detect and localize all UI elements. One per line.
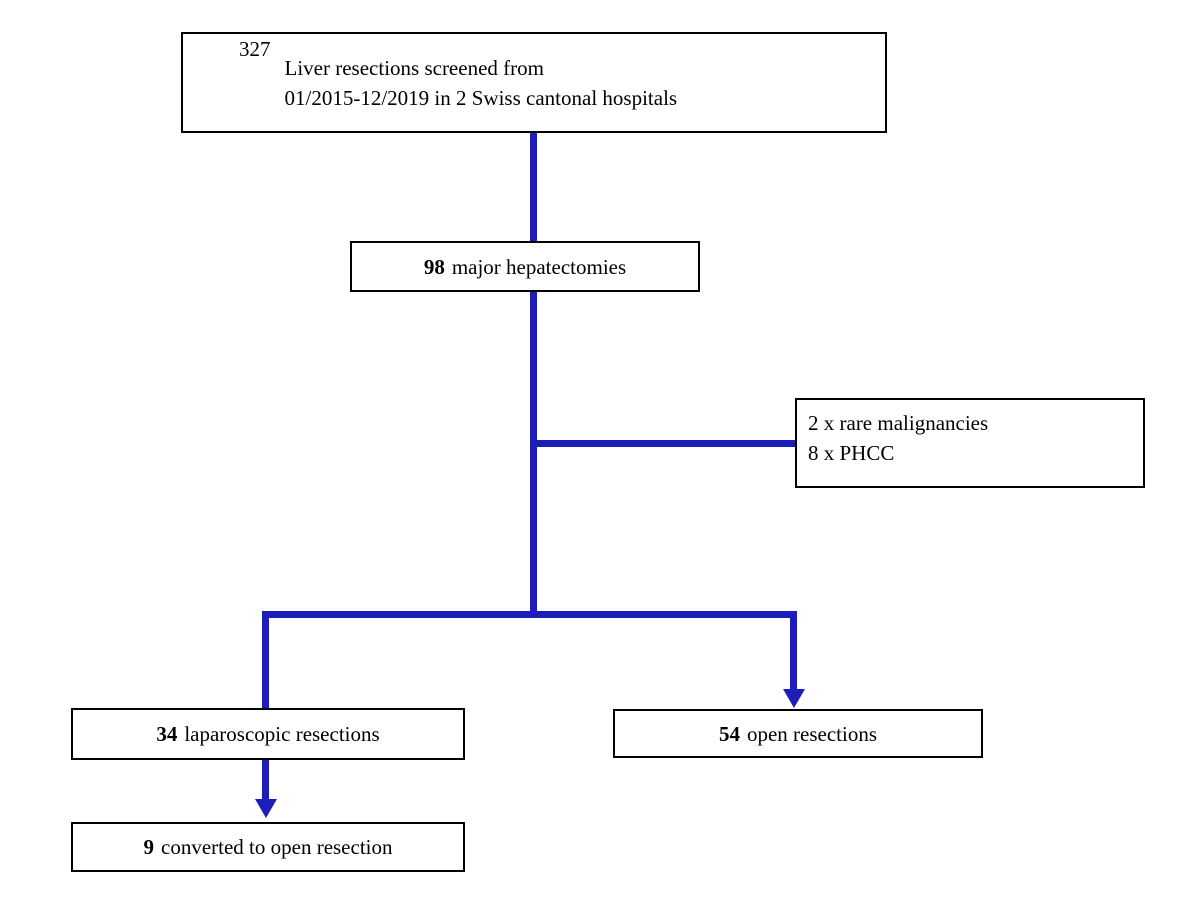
connector-split-line bbox=[262, 611, 797, 618]
laparoscopic-count: 34 bbox=[156, 722, 178, 746]
screened-label-line2: 01/2015-12/2019 in 2 Swiss cantonal hosp… bbox=[284, 85, 678, 110]
node-laparoscopic-resections: 34 laparoscopic resections bbox=[71, 708, 465, 760]
node-major-hepatectomies: 98 major hepatectomies bbox=[350, 241, 700, 292]
exclusions-label: 2 x rare malignancies 8 x PHCC bbox=[808, 408, 988, 468]
arrowhead-converted bbox=[255, 799, 277, 818]
converted-count: 9 bbox=[143, 835, 155, 859]
screened-count: 327 bbox=[239, 37, 271, 61]
laparoscopic-label: laparoscopic resections bbox=[184, 722, 380, 746]
node-converted-to-open: 9 converted to open resection bbox=[71, 822, 465, 872]
open-count: 54 bbox=[718, 721, 740, 746]
connector-trunk-line bbox=[530, 133, 537, 618]
node-open-resections: 54 open resections bbox=[613, 709, 983, 758]
major-count: 98 bbox=[423, 254, 445, 279]
node-screened: 327 Liver resections screened from 01/20… bbox=[181, 32, 887, 133]
exclusions-line2: 8 x PHCC bbox=[808, 441, 895, 465]
connector-open-line bbox=[790, 611, 797, 690]
screened-label: Liver resections screened from 01/2015-1… bbox=[285, 53, 678, 113]
exclusions-line1: 2 x rare malignancies bbox=[808, 411, 989, 435]
screened-label-line1: Liver resections screened from bbox=[284, 55, 544, 80]
connector-exclusion-branch-line bbox=[533, 440, 795, 447]
open-label: open resections bbox=[746, 721, 878, 746]
converted-label: converted to open resection bbox=[161, 835, 393, 859]
node-exclusions: 2 x rare malignancies 8 x PHCC bbox=[795, 398, 1145, 488]
connector-laparoscopic-line bbox=[262, 611, 269, 799]
arrowhead-open-resections bbox=[783, 689, 805, 708]
major-label: major hepatectomies bbox=[451, 254, 627, 279]
